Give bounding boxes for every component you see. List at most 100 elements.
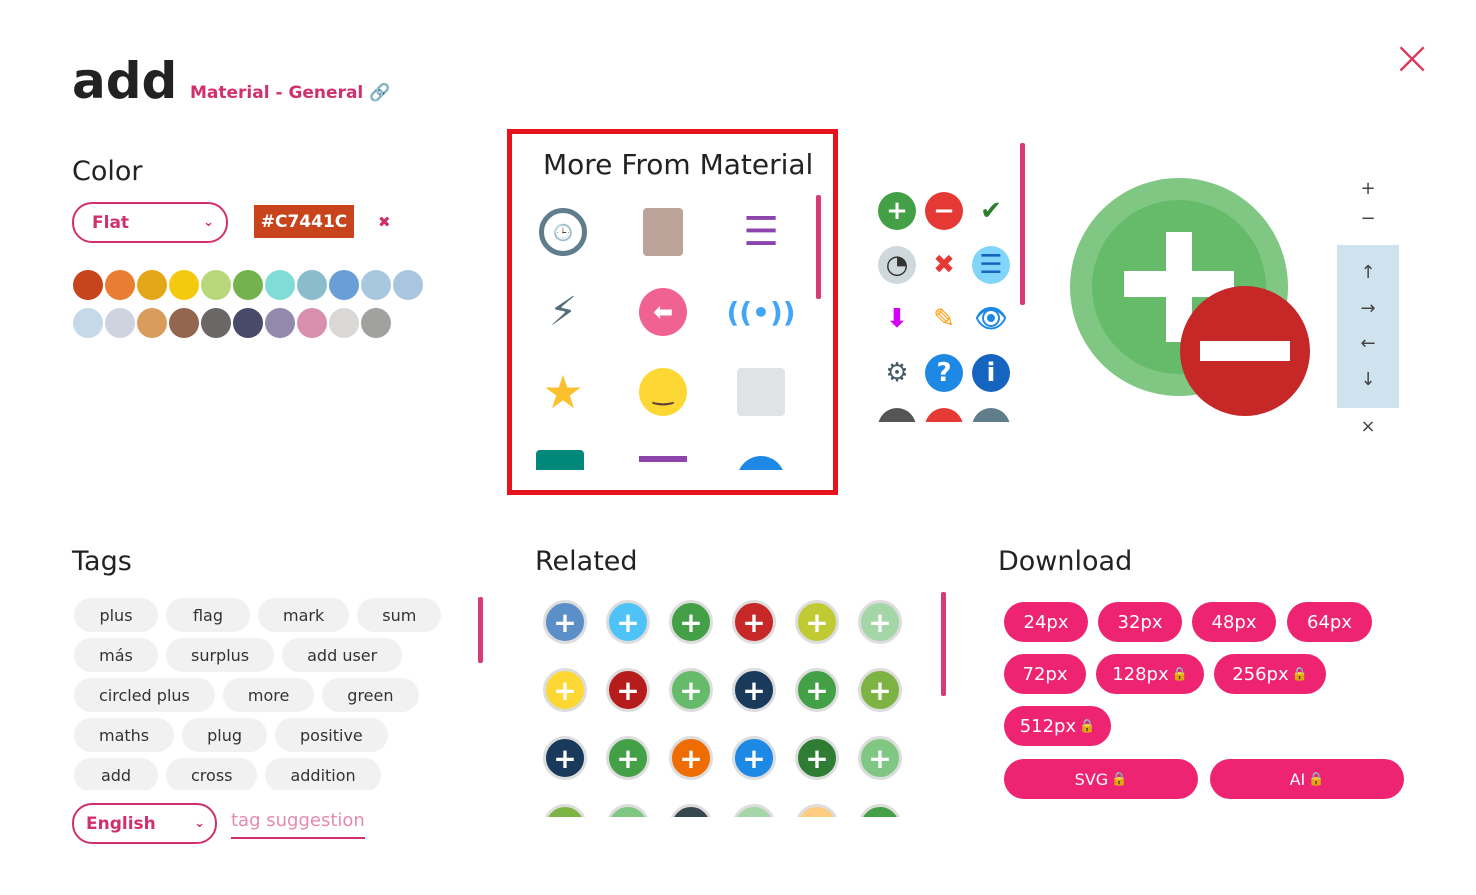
download-svg-button[interactable]: SVG🔒 [1004, 759, 1198, 799]
list-icon[interactable] [639, 456, 687, 462]
clock-icon[interactable]: 🕒 [539, 208, 587, 256]
plus-icon[interactable]: + [795, 804, 839, 817]
plus-icon[interactable]: + [732, 736, 776, 780]
tag-chip[interactable]: maths [74, 718, 175, 752]
download-64px-button[interactable]: 64px [1287, 602, 1372, 642]
color-swatch[interactable] [297, 308, 327, 338]
folder-icon[interactable] [536, 450, 584, 470]
move-up-button[interactable]: ↑ [1360, 262, 1376, 283]
tag-chip[interactable]: add user [282, 638, 403, 672]
plus-icon[interactable]: + [606, 804, 650, 817]
color-swatch[interactable] [393, 270, 423, 300]
download-48px-button[interactable]: 48px [1192, 602, 1276, 642]
language-select[interactable]: English⌄ [72, 803, 217, 844]
broadcast-icon[interactable] [737, 456, 785, 470]
download-72px-button[interactable]: 72px [1004, 654, 1086, 694]
plus-icon[interactable]: + [669, 668, 713, 712]
plus-icon[interactable]: + [669, 736, 713, 780]
color-style-select[interactable]: Flat⌄ [72, 202, 228, 243]
move-down-button[interactable]: ↓ [1360, 369, 1376, 390]
related-scrollbar[interactable] [941, 592, 946, 696]
eye-icon[interactable]: 👁 [974, 304, 1008, 334]
smiley-icon[interactable]: ‿ [639, 368, 687, 416]
close-icon[interactable]: ✖ [933, 250, 955, 280]
settings-icon[interactable]: ⚙ [885, 358, 909, 388]
tag-chip[interactable]: more [222, 678, 315, 712]
zoom-in-button[interactable]: + [1360, 178, 1376, 199]
preview-list-scrollbar[interactable] [1020, 143, 1025, 305]
plus-icon[interactable]: + [795, 668, 839, 712]
tag-suggestion-link[interactable]: tag suggestion [231, 810, 365, 839]
tag-chip[interactable]: circled plus [74, 678, 215, 712]
material-scrollbar[interactable] [816, 195, 821, 299]
add-icon[interactable]: + [878, 192, 916, 230]
remove-overlay-button[interactable]: × [1360, 416, 1376, 437]
list-icon[interactable]: ☰ [743, 209, 779, 255]
zoom-out-button[interactable]: − [1360, 208, 1376, 229]
back-arrow-icon[interactable]: ⬅ [639, 288, 687, 336]
color-swatch[interactable] [137, 308, 167, 338]
plus-icon[interactable]: + [732, 804, 776, 817]
color-swatch[interactable] [73, 270, 103, 300]
hex-value[interactable]: #C7441C [254, 205, 354, 238]
plus-icon[interactable]: + [858, 668, 902, 712]
plus-icon[interactable]: + [606, 736, 650, 780]
plus-icon[interactable]: + [669, 804, 713, 817]
download-ai-button[interactable]: AI🔒 [1210, 759, 1404, 799]
color-swatch[interactable] [73, 308, 103, 338]
tag-chip[interactable]: addition [265, 758, 381, 790]
color-swatch[interactable] [361, 270, 391, 300]
tag-chip[interactable]: positive [275, 718, 388, 752]
check-icon[interactable]: ✔ [980, 196, 1002, 226]
color-swatch[interactable] [233, 308, 263, 338]
download-512px-button[interactable]: 512px🔒 [1004, 706, 1111, 746]
broadcast-icon[interactable]: ((•)) [726, 295, 796, 329]
download-24px-button[interactable]: 24px [1004, 602, 1088, 642]
help-icon[interactable]: ? [925, 354, 963, 392]
plus-icon[interactable]: + [606, 600, 650, 644]
color-swatch[interactable] [361, 308, 391, 338]
clear-color-icon[interactable]: ✖ [378, 213, 391, 231]
plus-icon[interactable]: + [543, 804, 587, 817]
move-right-button[interactable]: → [1360, 298, 1376, 319]
move-left-button[interactable]: ← [1360, 333, 1376, 354]
plus-icon[interactable]: + [543, 600, 587, 644]
download-256px-button[interactable]: 256px🔒 [1214, 654, 1326, 694]
tag-chip[interactable]: green [322, 678, 419, 712]
tag-chip[interactable]: flag [166, 598, 250, 632]
plus-icon[interactable]: + [669, 600, 713, 644]
color-swatch[interactable] [329, 270, 359, 300]
color-swatch[interactable] [105, 308, 135, 338]
tag-chip[interactable]: cross [166, 758, 258, 790]
color-swatch[interactable] [201, 270, 231, 300]
color-swatch[interactable] [201, 308, 231, 338]
tags-scrollbar[interactable] [478, 597, 483, 663]
plus-icon[interactable]: + [732, 600, 776, 644]
category-link[interactable]: Material - General 🔗 [190, 83, 390, 103]
color-swatch[interactable] [233, 270, 263, 300]
arrow-down-icon[interactable]: ⬇ [886, 304, 908, 334]
tag-chip[interactable]: mark [258, 598, 350, 632]
download-128px-button[interactable]: 128px🔒 [1096, 654, 1204, 694]
chat-icon[interactable] [737, 368, 785, 416]
plus-icon[interactable]: + [858, 600, 902, 644]
plus-icon[interactable]: + [795, 736, 839, 780]
color-swatch[interactable] [329, 308, 359, 338]
plus-icon[interactable]: + [732, 668, 776, 712]
tag-chip[interactable]: plug [182, 718, 268, 752]
pencil-icon[interactable]: ✎ [933, 304, 955, 334]
info-icon[interactable]: i [972, 354, 1010, 392]
star-icon[interactable]: ★ [542, 365, 584, 419]
tag-chip[interactable]: más [74, 638, 158, 672]
color-swatch[interactable] [169, 308, 199, 338]
tag-chip[interactable]: add [74, 758, 158, 790]
color-swatch[interactable] [265, 308, 295, 338]
download-32px-button[interactable]: 32px [1098, 602, 1182, 642]
clock-icon[interactable]: ◔ [878, 246, 916, 284]
plus-icon[interactable]: + [858, 804, 902, 817]
flash-off-icon[interactable]: ⚡ [548, 289, 578, 335]
color-swatch[interactable] [105, 270, 135, 300]
plus-icon[interactable]: + [606, 668, 650, 712]
color-swatch[interactable] [169, 270, 199, 300]
book-icon[interactable] [643, 208, 683, 256]
